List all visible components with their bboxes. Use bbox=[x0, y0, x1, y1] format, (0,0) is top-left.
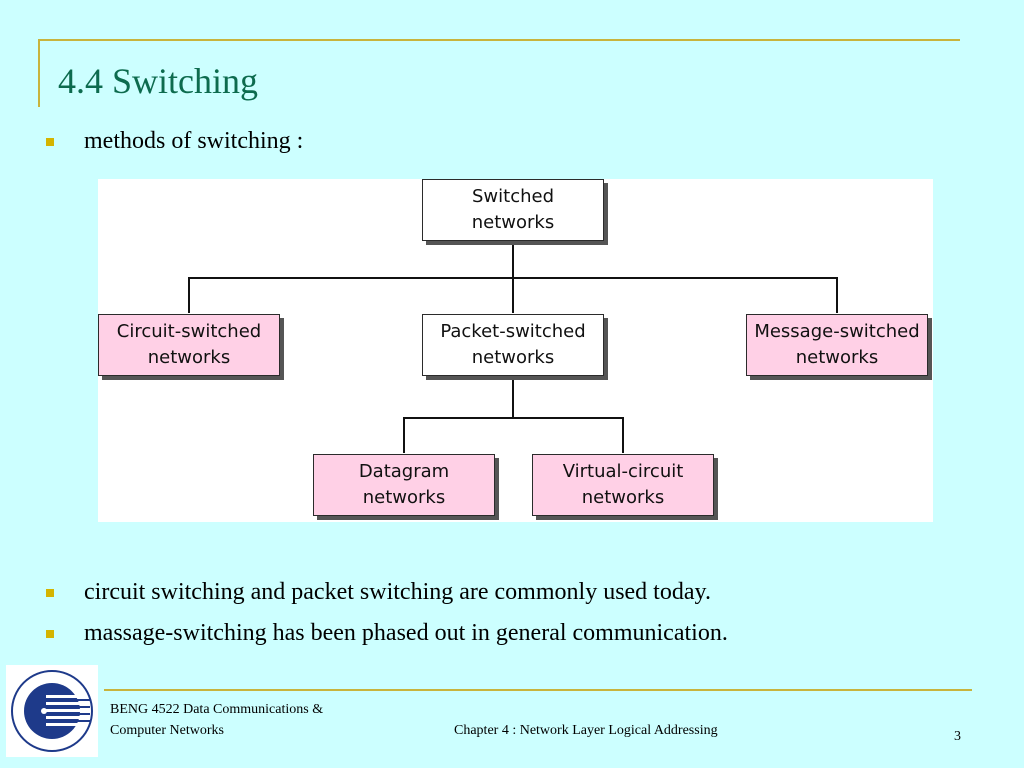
connector-circuit-up bbox=[188, 277, 190, 313]
bullet-item: massage-switching has been phased out in… bbox=[46, 620, 728, 647]
node-switched-networks: Switched networks bbox=[422, 179, 604, 241]
switching-diagram: Switched networks Circuit-switched netwo… bbox=[98, 179, 933, 522]
node-packet-switched-networks: Packet-switched networks bbox=[422, 314, 604, 376]
bullet-square-icon bbox=[46, 629, 54, 638]
connector-virtual-up bbox=[622, 417, 624, 453]
bullet-text: circuit switching and packet switching a… bbox=[84, 579, 711, 605]
connector-level2-horizontal bbox=[403, 417, 623, 419]
node-datagram-networks: Datagram networks bbox=[313, 454, 495, 516]
slide-title: 4.4 Switching bbox=[58, 61, 259, 101]
footer-course-line1: BENG 4522 Data Communications & bbox=[110, 702, 324, 717]
connector-root-down bbox=[512, 242, 514, 278]
bullet-text: methods of switching : bbox=[84, 128, 304, 154]
bullet-square-icon bbox=[46, 588, 54, 597]
connector-datagram-up bbox=[403, 417, 405, 453]
node-virtual-circuit-networks: Virtual-circuit networks bbox=[532, 454, 714, 516]
connector-packet-down bbox=[512, 376, 514, 418]
connector-packet-up bbox=[512, 277, 514, 313]
footer-divider bbox=[104, 689, 972, 691]
bullet-square-icon bbox=[46, 137, 54, 146]
frame-top-line bbox=[40, 39, 960, 41]
footer-chapter: Chapter 4 : Network Layer Logical Addres… bbox=[454, 723, 718, 738]
footer-course-line2: Computer Networks bbox=[110, 723, 224, 738]
connector-message-up bbox=[836, 277, 838, 313]
university-seal-icon bbox=[11, 670, 93, 752]
university-logo bbox=[6, 665, 98, 757]
page-number: 3 bbox=[954, 729, 961, 744]
bullet-text: massage-switching has been phased out in… bbox=[84, 620, 728, 646]
bullet-item: circuit switching and packet switching a… bbox=[46, 579, 711, 606]
frame-left-line bbox=[38, 39, 40, 107]
bullet-item: methods of switching : bbox=[46, 128, 303, 155]
node-message-switched-networks: Message-switched networks bbox=[746, 314, 928, 376]
node-circuit-switched-networks: Circuit-switched networks bbox=[98, 314, 280, 376]
